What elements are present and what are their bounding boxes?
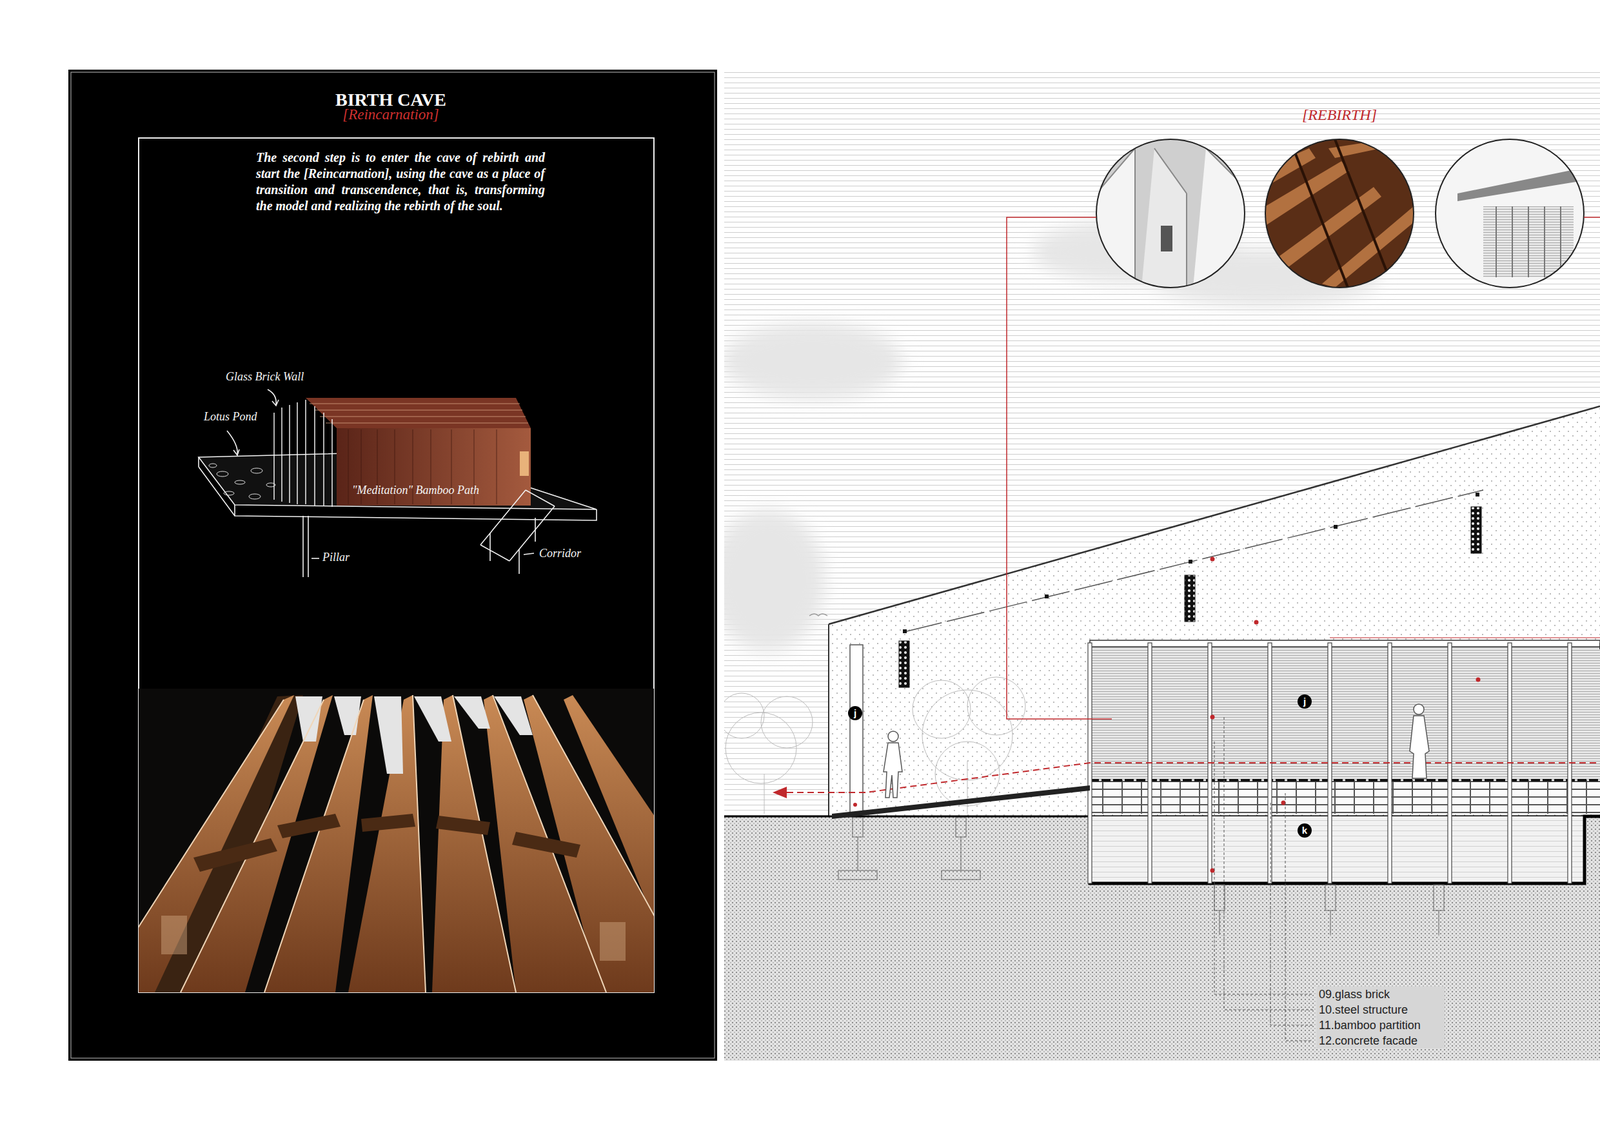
sketch-label: Lotus Pond <box>203 410 258 424</box>
material-item: 12.concrete facade <box>1316 1033 1445 1049</box>
callout-letter: j <box>848 706 863 721</box>
description: The second step is to enter the cave of … <box>256 149 545 215</box>
sketch-label: "Meditation" Bamboo Path <box>352 483 480 498</box>
sketch-label: Corridor <box>539 546 582 561</box>
sketch-label: Glass Brick Wall <box>225 370 304 384</box>
callout-letter: j <box>1297 694 1312 709</box>
material-item: 10.steel structure <box>1316 1002 1445 1018</box>
callout-letter: k <box>1297 823 1312 838</box>
material-item: 11.bamboo partition <box>1316 1017 1445 1034</box>
subtitle: [Reincarnation] <box>342 106 440 124</box>
sketch-label: Pillar <box>322 550 350 565</box>
section-heading: [REBIRTH] <box>1302 106 1377 124</box>
material-item: 09.glass brick <box>1316 986 1445 1003</box>
